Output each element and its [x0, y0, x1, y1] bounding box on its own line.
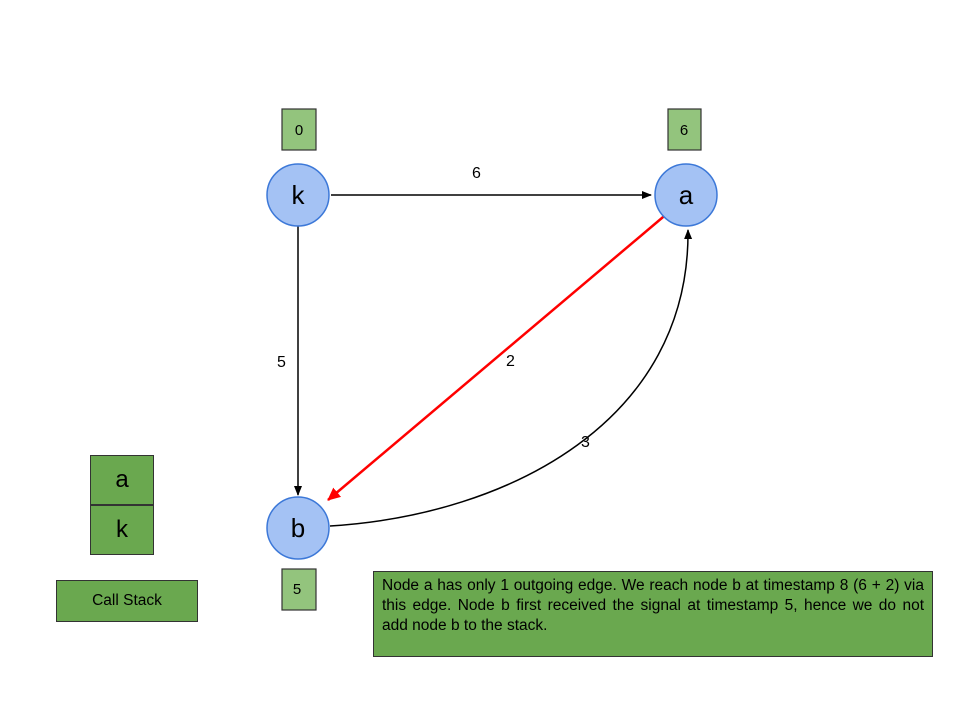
- call-stack-item-bottom: k: [90, 505, 154, 555]
- node-a-label: a: [679, 180, 694, 210]
- node-k: k: [266, 163, 330, 227]
- call-stack-label-text: Call Stack: [92, 592, 162, 609]
- edge-b-to-a: [329, 229, 693, 527]
- timestamp-b: 5: [281, 568, 317, 611]
- call-stack-item-label: a: [115, 466, 129, 493]
- timestamp-a-value: 6: [680, 122, 688, 139]
- timestamp-b-value: 5: [293, 581, 301, 598]
- edge-a-to-b-highlighted: [327, 211, 670, 501]
- call-stack-item-label: k: [116, 516, 128, 543]
- timestamp-a: 6: [667, 108, 702, 151]
- timestamp-k-value: 0: [295, 122, 303, 139]
- call-stack-label: Call Stack: [56, 580, 198, 622]
- node-b-label: b: [291, 513, 305, 543]
- call-stack-item-top: a: [90, 455, 154, 505]
- edge-weight-k-a: 6: [472, 165, 481, 182]
- edge-weight-b-a: 3: [581, 434, 590, 451]
- node-b: b: [266, 496, 330, 560]
- timestamp-k: 0: [281, 108, 317, 151]
- node-a: a: [654, 163, 718, 227]
- node-k-label: k: [292, 180, 306, 210]
- description-panel: Node a has only 1 outgoing edge. We reac…: [373, 571, 933, 657]
- edge-weight-k-b: 5: [277, 354, 286, 371]
- description-text: Node a has only 1 outgoing edge. We reac…: [382, 577, 924, 634]
- edge-weight-a-b: 2: [506, 353, 515, 370]
